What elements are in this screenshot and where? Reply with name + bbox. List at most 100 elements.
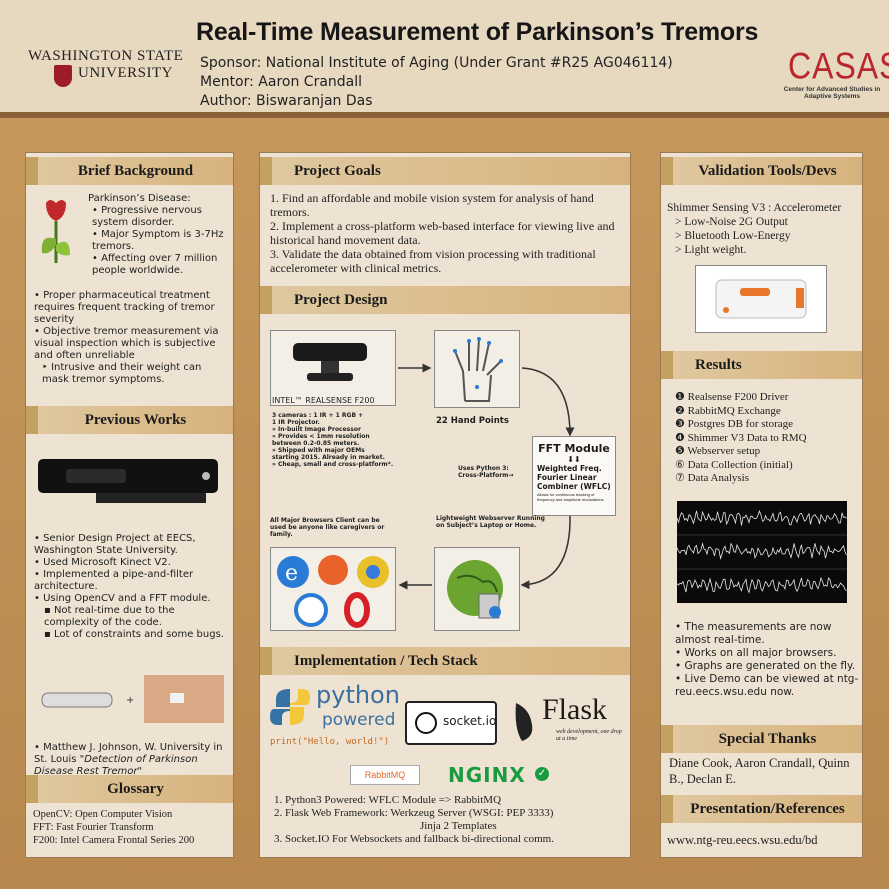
camera-specs: 3 cameras : 1 IR + 1 RGB + 1 IR Projecto… [272, 412, 422, 468]
python-logo-icon [270, 689, 310, 725]
rabbitmq-logo: RabbitMQ [350, 765, 420, 785]
prev-bullet: • Using OpenCV and a FFT module. [34, 593, 211, 604]
validation-item: > Light weight. [675, 244, 747, 256]
sponsor-line: Sponsor: National Institute of Aging (Un… [200, 55, 673, 71]
citation-prefix: • Matthew J. Johnson, W. University in S… [34, 742, 223, 765]
impl-item: 2. Flask Web Framework: Werkzeug Server … [274, 807, 554, 819]
validation-item: > Low-Noise 2G Output [675, 216, 788, 228]
kinect-icon [38, 459, 218, 503]
result-bullet: • The measurements are now almost real-t… [675, 621, 832, 646]
bg-bullet: • Proper pharmaceutical treatment requir… [34, 290, 215, 325]
result-item: ⑥ Data Collection (initial) [675, 458, 793, 471]
server-note: Lightweight Webserver Running on Subject… [436, 515, 545, 529]
camera-box [270, 330, 396, 406]
wsu-shield-icon [54, 65, 72, 87]
result-item: ⑦ Data Analysis [675, 472, 750, 484]
spec-line: between 0.2-0.85 meters. [272, 440, 360, 447]
result-item: ❹ Shimmer V3 Data to RMQ [675, 431, 807, 444]
impl-item: 3. Socket.IO For Websockets and fallback… [274, 833, 554, 845]
impl-item: 1. Python3 Powered: WFLC Module => Rabbi… [274, 794, 502, 806]
citation: • Matthew J. Johnson, W. University in S… [34, 742, 230, 778]
bg-bullet: ‣ Intrusive and their weight can mask tr… [42, 362, 202, 385]
result-bullet: • Live Demo can be viewed at ntg-reu.eec… [675, 673, 859, 698]
prev-sub: ▪ Not real-time due to the complexity of… [44, 605, 175, 628]
spec-line: » Shipped with major OEMs [272, 447, 365, 454]
realsense-camera-icon [293, 343, 367, 381]
wsu-line1: WASHINGTON STATE [28, 48, 184, 64]
goals-heading: Project Goals [260, 157, 630, 185]
shimmer-sensor-icon [715, 279, 807, 319]
python-word: python [316, 681, 400, 709]
hand-box [434, 330, 520, 408]
check-icon: ✓ [535, 767, 549, 781]
glossary-list: OpenCV: Open Computer Vision FFT: Fast F… [33, 808, 233, 847]
validation-item: > Bluetooth Low-Energy [675, 230, 791, 242]
background-heading: Brief Background [26, 157, 233, 185]
middle-column: Project Goals 1. Find an affordable and … [259, 152, 631, 858]
prev-bullet: • Implemented a pipe-and-filter architec… [34, 569, 194, 592]
pd-item: • Affecting over 7 million people worldw… [92, 253, 218, 276]
poster-title: Real-Time Measurement of Parkinson’s Tre… [196, 18, 759, 46]
thanks-heading: Special Thanks [661, 725, 862, 753]
prev-bullet: • Used Microsoft Kinect V2. [34, 557, 171, 568]
hand-points-icon [453, 337, 503, 402]
validation-heading: Validation Tools/Devs [661, 157, 862, 185]
browsers-box: e [270, 547, 396, 631]
prev-bullet: • Senior Design Project at EECS, Washing… [34, 533, 196, 556]
glossary-heading: Glossary [26, 775, 233, 803]
spec-line: starting 2015. Already in market. [272, 454, 385, 461]
flask-horn-icon [515, 703, 533, 741]
spec-line: 3 cameras : 1 IR + 1 RGB + [272, 412, 364, 419]
result-bullet: • Graphs are generated on the fly. [675, 660, 856, 672]
glossary-item: F200: Intel Camera Frontal Series 200 [33, 835, 195, 846]
python-note: Uses Python 3: Cross-Platform→ [458, 465, 514, 479]
wsu-line2: UNIVERSITY [78, 65, 173, 81]
glossary-item: FFT: Fast Fourier Transform [33, 822, 154, 833]
fft-arrows: ⬇⬇ [567, 455, 581, 464]
impl-item: Jinja 2 Templates [420, 820, 497, 832]
result-bullet: • Works on all major browsers. [675, 647, 837, 659]
wsu-logo: WASHINGTON STATE UNIVERSITY [28, 48, 184, 87]
results-bullets: • The measurements are now almost real-t… [675, 621, 861, 699]
pd-item: • Major Symptom is 3-7Hz tremors. [92, 229, 224, 252]
fft-body: Weighted Freq. Fourier Linear Combiner (… [537, 464, 611, 491]
goal-item: 2. Implement a cross-platform web-based … [270, 219, 615, 247]
svg-text:e: e [285, 561, 298, 586]
socketio-word: socket.io [443, 714, 497, 728]
flask-word: Flask [542, 693, 608, 726]
spec-line: 1 IR Projector. [272, 419, 320, 426]
author-line: Author: Biswaranjan Das [200, 93, 373, 109]
powered-word: powered [322, 710, 396, 730]
previous-bullets: • Senior Design Project at EECS, Washing… [34, 533, 230, 641]
background-bullets: • Proper pharmaceutical treatment requir… [34, 290, 230, 386]
result-item: ❷ RabbitMQ Exchange [675, 404, 781, 417]
refs-link[interactable]: www.ntg-reu.eecs.wsu.edu/bd [667, 833, 818, 847]
goal-item: 3. Validate the data obtained from visio… [270, 247, 596, 275]
impl-list: 1. Python3 Powered: WFLC Module => Rabbi… [274, 794, 624, 846]
spec-line: » In-built Image Processor [272, 426, 361, 433]
svg-text:+: + [126, 695, 134, 706]
design-heading: Project Design [260, 286, 630, 314]
flask-sub: web development, one drop at a time [556, 729, 622, 742]
right-column: Validation Tools/Devs Shimmer Sensing V3… [660, 152, 863, 858]
citation-title: "Detection of Parkinson Disease Rest Tre… [34, 754, 198, 777]
flow-arrows [398, 363, 575, 590]
browser-logos-icon: e [277, 555, 389, 628]
result-item: ❶ Realsense F200 Driver [675, 391, 789, 403]
pd-item: • Progressive nervous system disorder. [92, 205, 202, 228]
browser-note: All Major Browsers Client can be used be… [270, 517, 385, 538]
result-item: ❺ Webserver setup [675, 445, 761, 457]
prev-sub: ▪ Lot of constraints and some bugs. [44, 629, 224, 640]
mentor-line: Mentor: Aaron Crandall [200, 74, 363, 90]
hand-label: 22 Hand Points [436, 416, 509, 426]
validation-title: Shimmer Sensing V3 : Accelerometer [667, 202, 842, 214]
tulip-icon [41, 200, 70, 263]
pd-title: Parkinson’s Disease: [88, 193, 191, 204]
tremor-signal-graph [677, 501, 847, 603]
impl-heading: Implementation / Tech Stack [260, 647, 630, 675]
refs-heading: Presentation/References [661, 795, 862, 823]
nginx-logo: NGINX [448, 763, 526, 787]
result-item: ❸ Postgres DB for storage [675, 418, 794, 430]
socketio-icon [415, 712, 437, 734]
